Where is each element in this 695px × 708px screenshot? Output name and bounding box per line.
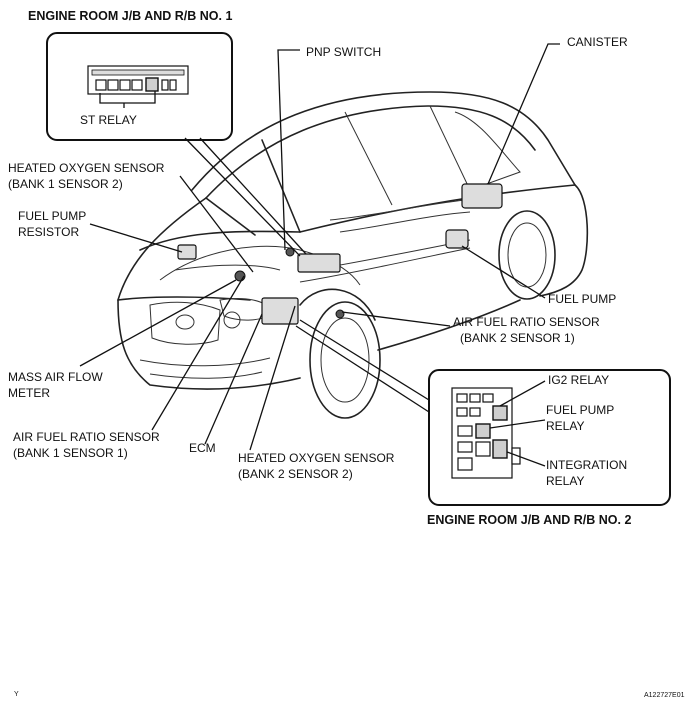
leader-lines bbox=[79, 43, 560, 451]
jb1-inset: ST RELAY bbox=[46, 32, 233, 141]
engine-room-jb-component bbox=[297, 253, 341, 273]
afr-b2s1-label-line2: (BANK 2 SENSOR 1) bbox=[460, 331, 575, 345]
fuel-pump-resistor-label-line1: FUEL PUMP bbox=[18, 209, 86, 223]
jb2-callout-line-b bbox=[295, 325, 430, 413]
pnp-switch-component bbox=[285, 247, 295, 257]
jb1-callout-line-b bbox=[199, 137, 307, 255]
integration-relay-label-line2: RELAY bbox=[546, 474, 584, 488]
afr-b2s1-label-line1: AIR FUEL RATIO SENSOR bbox=[453, 315, 600, 329]
fuel-pump-component bbox=[445, 229, 469, 249]
footer-figure-id: A122727E01 bbox=[644, 692, 685, 699]
fuel-pump-relay-label-line1: FUEL PUMP bbox=[546, 403, 614, 417]
canister-component bbox=[461, 183, 503, 209]
jb1-title: ENGINE ROOM J/B AND R/B NO. 1 bbox=[28, 9, 232, 23]
afr-b1s1-label-line2: (BANK 1 SENSOR 1) bbox=[13, 446, 128, 460]
jb2-callout-line-a bbox=[299, 319, 430, 401]
jb2-inset: IG2 RELAY FUEL PUMP RELAY INTEGRATION RE… bbox=[428, 369, 671, 506]
mass-air-flow-label-line2: METER bbox=[8, 386, 50, 400]
canister-label: CANISTER bbox=[567, 35, 628, 49]
ecm-label: ECM bbox=[189, 441, 216, 455]
ig2-relay-label: IG2 RELAY bbox=[548, 373, 609, 387]
component-shapes bbox=[177, 183, 503, 325]
afr-b2s1-component bbox=[335, 309, 345, 319]
heated-o2-b1s2-label-line1: HEATED OXYGEN SENSOR bbox=[8, 161, 165, 175]
fuel-pump-relay-label-line2: RELAY bbox=[546, 419, 584, 433]
jb1-callout-line-a bbox=[184, 137, 301, 257]
pnp-switch-label: PNP SWITCH bbox=[306, 45, 381, 59]
fuel-pump-resistor-label-line2: RESISTOR bbox=[18, 225, 79, 239]
afr-b1s1-label-line1: AIR FUEL RATIO SENSOR bbox=[13, 430, 160, 444]
heated-o2-b1s2-label-line2: (BANK 1 SENSOR 2) bbox=[8, 177, 123, 191]
fuel-pump-resistor-component bbox=[177, 244, 197, 260]
heated-o2-b2s2-label-line2: (BANK 2 SENSOR 2) bbox=[238, 467, 353, 481]
heated-o2-b2s2-label-line1: HEATED OXYGEN SENSOR bbox=[238, 451, 395, 465]
mass-air-flow-label-line1: MASS AIR FLOW bbox=[8, 370, 103, 384]
footer-left-code: Y bbox=[14, 691, 19, 698]
st-relay-label: ST RELAY bbox=[80, 113, 137, 127]
integration-relay-label-line1: INTEGRATION bbox=[546, 458, 627, 472]
fuel-pump-label: FUEL PUMP bbox=[548, 292, 616, 306]
ecm-component bbox=[261, 297, 299, 325]
jb2-title: ENGINE ROOM J/B AND R/B NO. 2 bbox=[427, 513, 631, 527]
